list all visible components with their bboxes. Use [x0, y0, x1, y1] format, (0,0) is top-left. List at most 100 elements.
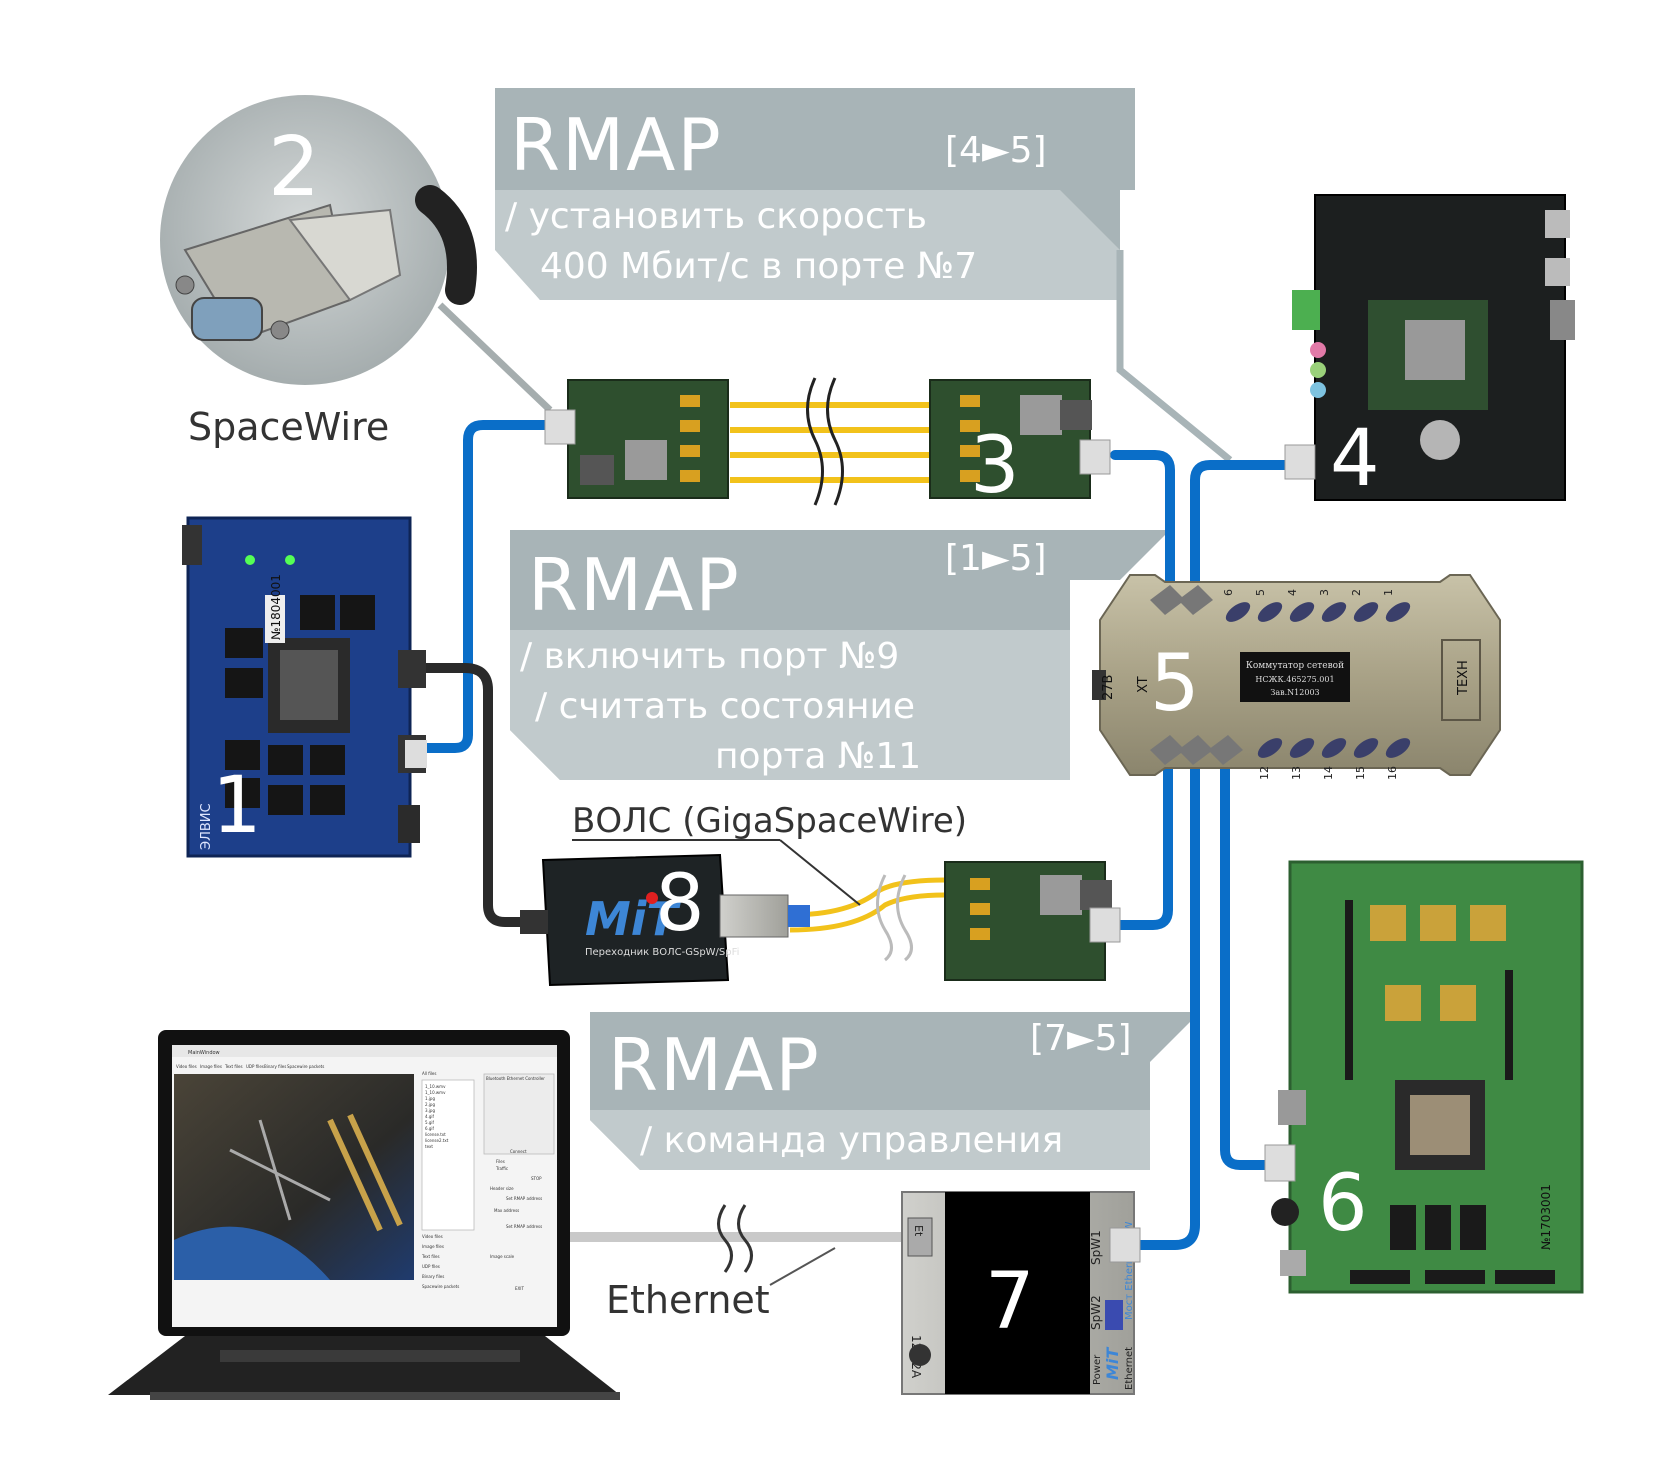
laptop-file-list: 1_10.wmv 1_10.wmv 1.jpg 2.jpg 3.jpg 4.gi…: [425, 1084, 449, 1149]
laptop-tab: Binary files: [264, 1064, 286, 1069]
device-1-number: 1: [212, 761, 262, 851]
callout-top-line2: 400 Мбит/с в порте №7: [540, 246, 977, 287]
laptop-option: Header size: [490, 1186, 514, 1191]
switch-port-number: 2: [1350, 589, 1363, 596]
laptop-side-label: Text files: [421, 1254, 440, 1259]
switch-plate-line1: Коммутатор сетевой: [1246, 661, 1344, 671]
device-8-number: 8: [655, 859, 705, 949]
laptop-image-scale: Image scale: [490, 1254, 515, 1259]
laptop-button: Connect: [510, 1149, 527, 1154]
laptop-side-label: UDP files: [422, 1264, 440, 1269]
switch-port-connectors-bottom: [1257, 738, 1411, 758]
callout-bottom-route: [7►5]: [1030, 1018, 1132, 1059]
laptop-side-label: Image files: [422, 1244, 444, 1249]
laptop-list-header: All files: [422, 1071, 436, 1076]
fiber-break-mark-3: [806, 377, 844, 506]
switch-port-number: 5: [1254, 589, 1267, 596]
switch-27v: 27В: [1101, 675, 1116, 700]
board-1-brand: ЭЛВИС: [199, 803, 214, 850]
bridge-7-ethernet: Ethernet: [1124, 1347, 1135, 1390]
switch-cable-plugs: [1150, 585, 1243, 765]
callout-top: RMAP [4►5] / установить скорость 400 Мби…: [495, 88, 1233, 463]
fiber-label-pointer: [779, 839, 861, 906]
laptop-tabs: Video files Image files Text files UDP f…: [176, 1064, 324, 1069]
laptop-file: 4.gif: [425, 1114, 434, 1119]
spacewire-label: SpaceWire: [188, 405, 389, 449]
laptop-controls: Files Traffic Header size Max address Co…: [490, 1149, 542, 1291]
callout-top-route: [4►5]: [945, 130, 1047, 171]
switch-port-numbers-bottom: 12 13 14 15 16: [1258, 766, 1399, 780]
laptop: MainWindow Video files Image files Text …: [108, 1030, 620, 1400]
mit-logo-8: MiT: [585, 892, 682, 946]
laptop-tab: Spacewire packets: [287, 1064, 324, 1069]
laptop-side-label: Video files: [422, 1234, 443, 1239]
laptop-button: Set RMAP address: [506, 1224, 542, 1229]
callout-middle-line3: порта №11: [715, 736, 921, 777]
fiber-label: ВОЛС (GigaSpaceWire): [572, 801, 967, 841]
callout-middle: RMAP [1►5] / включить порт №9 / считать …: [510, 530, 1170, 780]
board-6: №1703001 6: [1264, 860, 1584, 1294]
laptop-window-title: MainWindow: [188, 1050, 220, 1056]
laptop-panel-title: Bluetooth Ethernet Controller: [486, 1076, 545, 1081]
adapter-3-right: 3: [929, 379, 1111, 511]
laptop-file: license.txt: [425, 1132, 446, 1137]
callout-middle-line2: / считать состояние: [535, 686, 915, 727]
switch-port-number: 15: [1354, 766, 1367, 780]
callout-top-line1: / установить скорость: [505, 196, 927, 237]
laptop-option: Max address: [494, 1208, 519, 1213]
laptop-file: 2.jpg: [425, 1102, 435, 1107]
ethernet-label: Ethernet: [606, 1278, 770, 1322]
switch-port-number: 13: [1290, 766, 1303, 780]
laptop-button: Set RMAP address: [506, 1196, 542, 1201]
bridge-7-et: Et: [912, 1225, 925, 1237]
board-1-id: №1804001: [269, 574, 283, 640]
fiber-link-3: [730, 402, 930, 483]
adapter-8: MiT Переходник ВОЛС-GSpW/SpFi 8: [520, 853, 810, 987]
callout-bottom-title: RMAP: [608, 1023, 821, 1107]
callout-middle-title: RMAP: [528, 543, 741, 627]
board-1: №1804001 ЭЛВИС 1: [182, 516, 427, 858]
callout-middle-route: [1►5]: [945, 538, 1047, 579]
switch-port-number: 4: [1286, 589, 1299, 596]
device-3-number: 3: [970, 421, 1020, 511]
bridge-7-spw2: SpW2: [1089, 1295, 1103, 1330]
laptop-option: Traffic: [495, 1166, 508, 1171]
callout-top-title: RMAP: [510, 103, 723, 187]
ethernet-label-pointer: [769, 1247, 836, 1286]
laptop-button: STOP: [531, 1176, 542, 1181]
switch-tech: ТЕХН: [1456, 660, 1471, 696]
bridge-7-mit-logo: MiT: [1103, 1347, 1122, 1380]
laptop-file: 3.jpg: [425, 1108, 435, 1113]
laptop-side-label: Spacewire packets: [422, 1284, 459, 1289]
switch-plate-line2: НСЖК.465275.001: [1255, 675, 1334, 684]
callout-middle-line1: / включить порт №9: [520, 636, 899, 677]
laptop-tab: Image files: [200, 1064, 222, 1069]
callout-bottom: RMAP [7►5] / команда управления: [590, 1012, 1200, 1170]
switch-port-number: 6: [1222, 589, 1235, 596]
laptop-file: 1.jpg: [425, 1096, 435, 1101]
device-5-number: 5: [1150, 639, 1200, 729]
laptop-file: text: [425, 1144, 433, 1149]
bridge-7-power-led: Power: [1092, 1354, 1103, 1385]
laptop-side-labels: Video files Image files Text files UDP f…: [421, 1234, 459, 1289]
laptop-file: 1_10.wmv: [425, 1084, 446, 1089]
ethernet-break-mark: [717, 1204, 753, 1273]
laptop-file: 6.gif: [425, 1126, 434, 1131]
bridge-7-title: Мост Ethernet-SpW: [1124, 1221, 1135, 1320]
fiber-break-mark-8: [876, 874, 913, 962]
callout-bottom-line1: / команда управления: [640, 1120, 1063, 1161]
bridge-7: Et 12V 2A SpW1 SpW2 Power MiT Ethernet М…: [901, 1191, 1141, 1395]
gigaspw-copper-cable: [425, 663, 540, 927]
device-4-number: 4: [1330, 414, 1380, 504]
laptop-side-label: Binary files: [422, 1274, 444, 1279]
device-2-number: 2: [268, 120, 320, 215]
laptop-file: 5.gif: [425, 1120, 434, 1125]
spacewire-connector-callout: 2: [160, 95, 553, 413]
switch-port-number: 1: [1382, 589, 1395, 596]
board-6-id: №1703001: [1539, 1184, 1553, 1250]
switch-port-number: 14: [1322, 766, 1335, 780]
adapter-3-left: [544, 379, 729, 499]
laptop-file: 1_10.wmv: [425, 1090, 446, 1095]
laptop-tab: Video files: [176, 1064, 197, 1069]
